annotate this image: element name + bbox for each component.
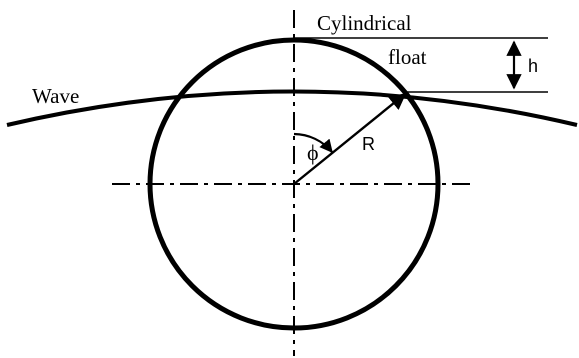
wave-label: Wave — [32, 84, 79, 108]
h-label: h — [528, 56, 538, 76]
radius-label: R — [362, 134, 375, 154]
phi-label: ϕ — [307, 140, 319, 165]
phi-angle-arc — [293, 132, 333, 154]
wave-curve — [6, 89, 578, 127]
float-circle — [147, 37, 441, 331]
cylindrical-label: Cylindrical — [317, 11, 412, 35]
radius-arrow — [293, 92, 407, 185]
float-label: float — [388, 45, 427, 69]
